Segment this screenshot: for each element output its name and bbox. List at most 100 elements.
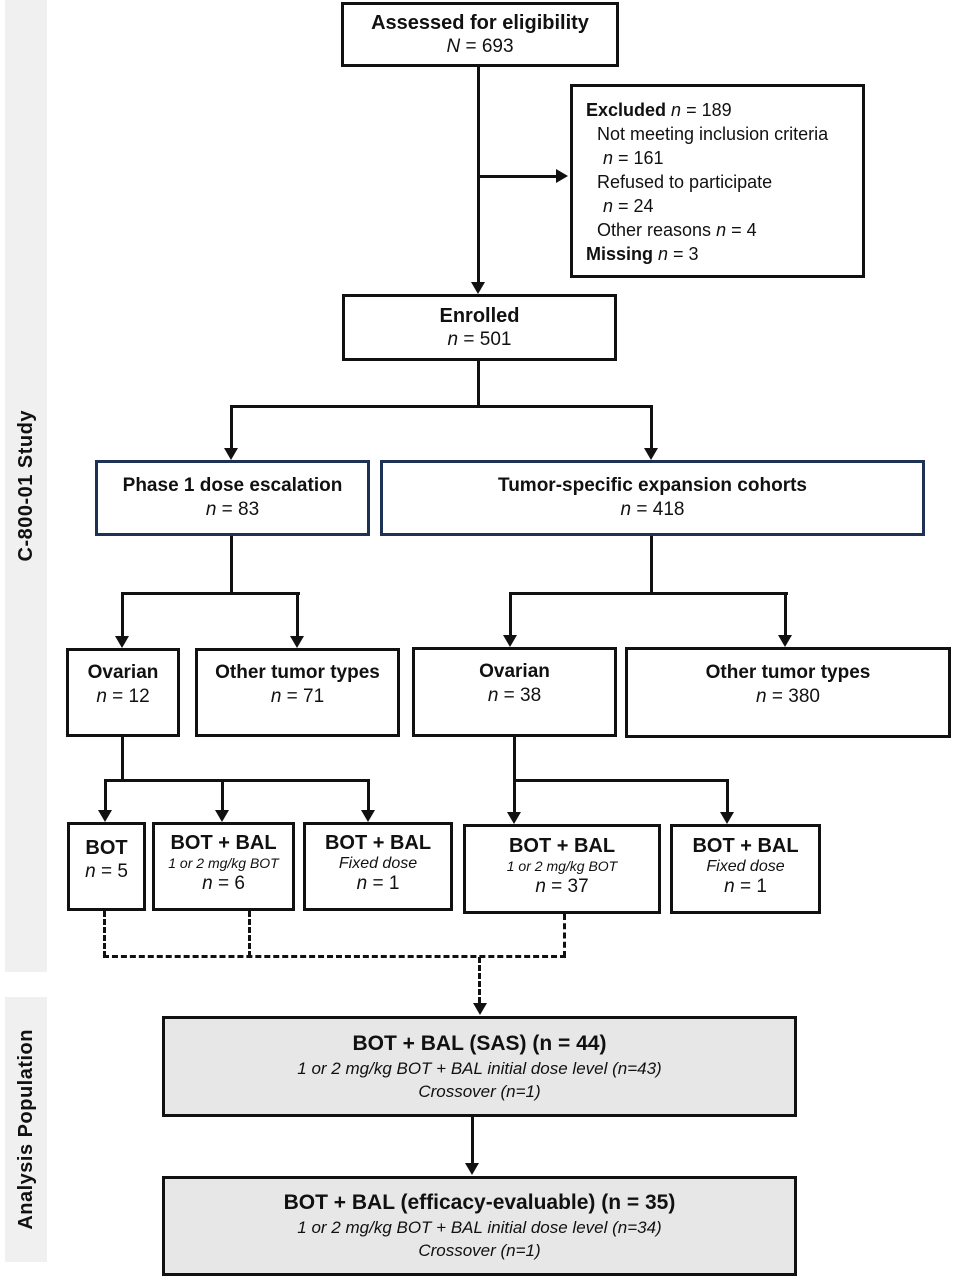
expansion-n: n = 418 [620, 499, 685, 520]
connector-to-other380 [784, 592, 787, 637]
connector-to-botbalfixed1 [367, 779, 370, 812]
connector-branch-phase1 [121, 592, 300, 595]
connector-to-bot [104, 779, 107, 812]
connector-to-botbalfixed1b [726, 779, 729, 814]
botbal-escalation-n: n = 6 [202, 873, 245, 894]
botbal-expansion-fixed-box: BOT + BAL Fixed dose n = 1 [670, 824, 821, 914]
botbal-escalation-fixed-title: BOT + BAL [324, 832, 432, 854]
botbal-expansion-fixed-title: BOT + BAL [692, 834, 799, 857]
ovarian-expansion-title: Ovarian [479, 661, 550, 682]
enrolled-n: n = 501 [447, 328, 512, 350]
arrowhead-into-botbalfixed1 [361, 810, 375, 822]
other-tumor-escalation-n: n = 71 [270, 685, 325, 707]
excluded-missing: Missing [586, 244, 654, 264]
ovarian-escalation-n: n = 12 [96, 685, 150, 707]
sas-crossover-line: Crossover (n=1) [418, 1081, 541, 1101]
enrolled-box: Enrolled n = 501 [342, 294, 617, 361]
dashed-from-botbal37 [563, 914, 566, 957]
efficacy-dose-line: 1 or 2 mg/kg BOT + BAL initial dose leve… [297, 1218, 662, 1237]
excluded-n: n = 189 [671, 100, 732, 120]
connector-to-phase1 [230, 405, 233, 450]
botbal-escalation-fixed-dose: Fixed dose [338, 855, 418, 872]
bot-box: BOT n = 5 [67, 822, 146, 911]
other-tumor-expansion-title: Other tumor types [705, 661, 871, 683]
assessed-title: Assessed for eligibility [371, 11, 589, 34]
excluded-reason-2-n: n = 24 [603, 196, 654, 216]
excluded-reason-3: Other reasons n = 4 [597, 220, 757, 240]
excluded-reason-1-n: n = 161 [603, 148, 664, 168]
botbal-expansion-box: BOT + BAL 1 or 2 mg/kg BOT n = 37 [463, 824, 661, 914]
analysis-population-sidebar: Analysis Population [5, 997, 47, 1262]
dashed-collector [103, 955, 566, 958]
dashed-from-bot [103, 911, 106, 957]
sas-dose-line: 1 or 2 mg/kg BOT + BAL initial dose leve… [297, 1058, 662, 1078]
connector-to-other71 [296, 592, 299, 638]
connector-to-ovarian12 [121, 592, 124, 638]
arrowhead-into-ovarian12 [115, 636, 129, 648]
expansion-title: Tumor-specific expansion cohorts [498, 475, 807, 496]
phase1-n: n = 83 [205, 499, 260, 520]
arrowhead-into-sas [473, 1003, 487, 1015]
connector-to-botbal37 [513, 779, 516, 814]
arrowhead-into-efficacy [465, 1163, 479, 1175]
connector-to-expansion [650, 405, 653, 450]
assessed-box: Assessed for eligibility N = 693 [341, 2, 619, 67]
arrowhead-into-bot [98, 810, 112, 822]
expansion-box: Tumor-specific expansion cohorts n = 418 [380, 460, 925, 536]
excluded-missing-n: n = 3 [658, 244, 699, 264]
excluded-reason-2: Refused to participate [597, 172, 773, 192]
arrowhead-into-phase1 [224, 448, 238, 460]
connector-to-excluded [478, 175, 558, 178]
dashed-from-botbal6 [248, 911, 251, 957]
other-tumor-escalation-title: Other tumor types [215, 661, 380, 683]
arrowhead-into-botbalfixed1b [720, 812, 734, 824]
arrowhead-into-botbal6 [215, 810, 229, 822]
sas-analysis-box: BOT + BAL (SAS) (n = 44) 1 or 2 mg/kg BO… [162, 1016, 797, 1117]
phase1-box: Phase 1 dose escalation n = 83 [95, 460, 370, 536]
dashed-to-sas [478, 957, 481, 1003]
connector-ovarian12-down [121, 737, 124, 782]
enrolled-title: Enrolled [439, 304, 520, 327]
ovarian-expansion-box: Ovarian n = 38 [412, 647, 617, 737]
ovarian-escalation-box: Ovarian n = 12 [66, 648, 180, 737]
connector-to-ovarian38 [509, 592, 512, 637]
botbal-expansion-dose: 1 or 2 mg/kg BOT [506, 857, 618, 874]
botbal-escalation-fixed-n: n = 1 [356, 873, 400, 894]
sas-title: BOT + BAL (SAS) (n = 44) [352, 1031, 607, 1055]
arrowhead-into-other380 [778, 635, 792, 647]
connector-to-botbal6 [221, 779, 224, 812]
other-tumor-escalation-box: Other tumor types n = 71 [195, 648, 400, 737]
arrowhead-into-excluded [556, 169, 568, 183]
arrowhead-into-enrolled [471, 282, 485, 294]
botbal-expansion-title: BOT + BAL [508, 834, 616, 857]
study-sidebar: C-800-01 Study [5, 0, 47, 972]
connector-expansion-down [650, 536, 653, 595]
connector-sas-efficacy [471, 1117, 474, 1164]
efficacy-crossover-line: Crossover (n=1) [418, 1241, 541, 1260]
connector-enrolled-down [477, 361, 480, 408]
botbal-escalation-box: BOT + BAL 1 or 2 mg/kg BOT n = 6 [152, 822, 295, 911]
arrowhead-into-ovarian38 [503, 635, 517, 647]
arrowhead-into-other71 [290, 636, 304, 648]
analysis-population-label: Analysis Population [14, 1029, 37, 1230]
other-tumor-expansion-box: Other tumor types n = 380 [625, 647, 951, 738]
botbal-escalation-fixed-box: BOT + BAL Fixed dose n = 1 [303, 822, 453, 911]
study-sidebar-label: C-800-01 Study [14, 410, 37, 562]
connector-branch-expansion [509, 592, 788, 595]
botbal-escalation-title: BOT + BAL [170, 832, 277, 854]
bot-n: n = 5 [85, 860, 128, 882]
ovarian-expansion-n: n = 38 [487, 685, 542, 706]
botbal-expansion-fixed-dose: Fixed dose [706, 857, 785, 875]
connector-branch-ovarian12 [104, 779, 370, 782]
phase1-title: Phase 1 dose escalation [122, 475, 343, 496]
bot-title: BOT [85, 836, 128, 859]
connector-ovarian38-down [513, 737, 516, 782]
other-tumor-expansion-n: n = 380 [756, 685, 820, 707]
arrowhead-into-expansion [644, 448, 658, 460]
botbal-escalation-dose: 1 or 2 mg/kg BOT [168, 855, 279, 871]
ovarian-escalation-title: Ovarian [87, 661, 159, 683]
botbal-expansion-n: n = 37 [535, 875, 589, 897]
excluded-reason-1: Not meeting inclusion criteria [597, 124, 829, 144]
assessed-n: N = 693 [446, 35, 514, 57]
